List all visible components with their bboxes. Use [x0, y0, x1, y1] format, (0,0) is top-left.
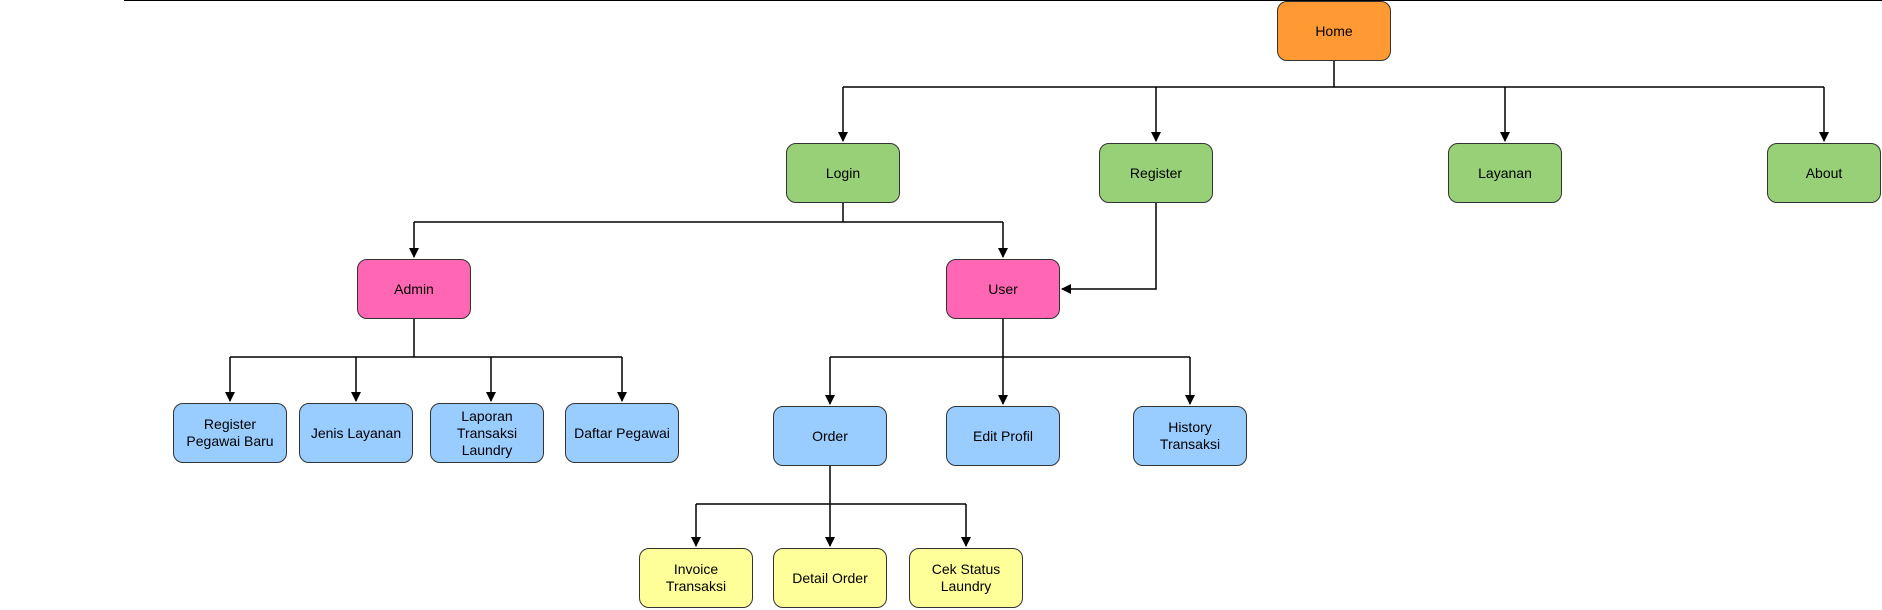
node-register-pegawai-baru[interactable]: Register Pegawai Baru: [173, 403, 287, 463]
node-detail-order[interactable]: Detail Order: [773, 548, 887, 608]
node-history-transaksi[interactable]: History Transaksi: [1133, 406, 1247, 466]
node-laporan-transaksi-laundry[interactable]: Laporan Transaksi Laundry: [430, 403, 544, 463]
edge-register-user: [1061, 203, 1157, 294]
node-home[interactable]: Home: [1277, 1, 1391, 61]
node-layanan[interactable]: Layanan: [1448, 143, 1562, 203]
node-invoice-transaksi[interactable]: Invoice Transaksi: [639, 548, 753, 608]
node-login[interactable]: Login: [786, 143, 900, 203]
node-edit-profil[interactable]: Edit Profil: [946, 406, 1060, 466]
node-order[interactable]: Order: [773, 406, 887, 466]
node-register[interactable]: Register: [1099, 143, 1213, 203]
node-user[interactable]: User: [946, 259, 1060, 319]
node-cek-status-laundry[interactable]: Cek Status Laundry: [909, 548, 1023, 608]
node-jenis-layanan[interactable]: Jenis Layanan: [299, 403, 413, 463]
node-admin[interactable]: Admin: [357, 259, 471, 319]
node-daftar-pegawai[interactable]: Daftar Pegawai: [565, 403, 679, 463]
node-about[interactable]: About: [1767, 143, 1881, 203]
